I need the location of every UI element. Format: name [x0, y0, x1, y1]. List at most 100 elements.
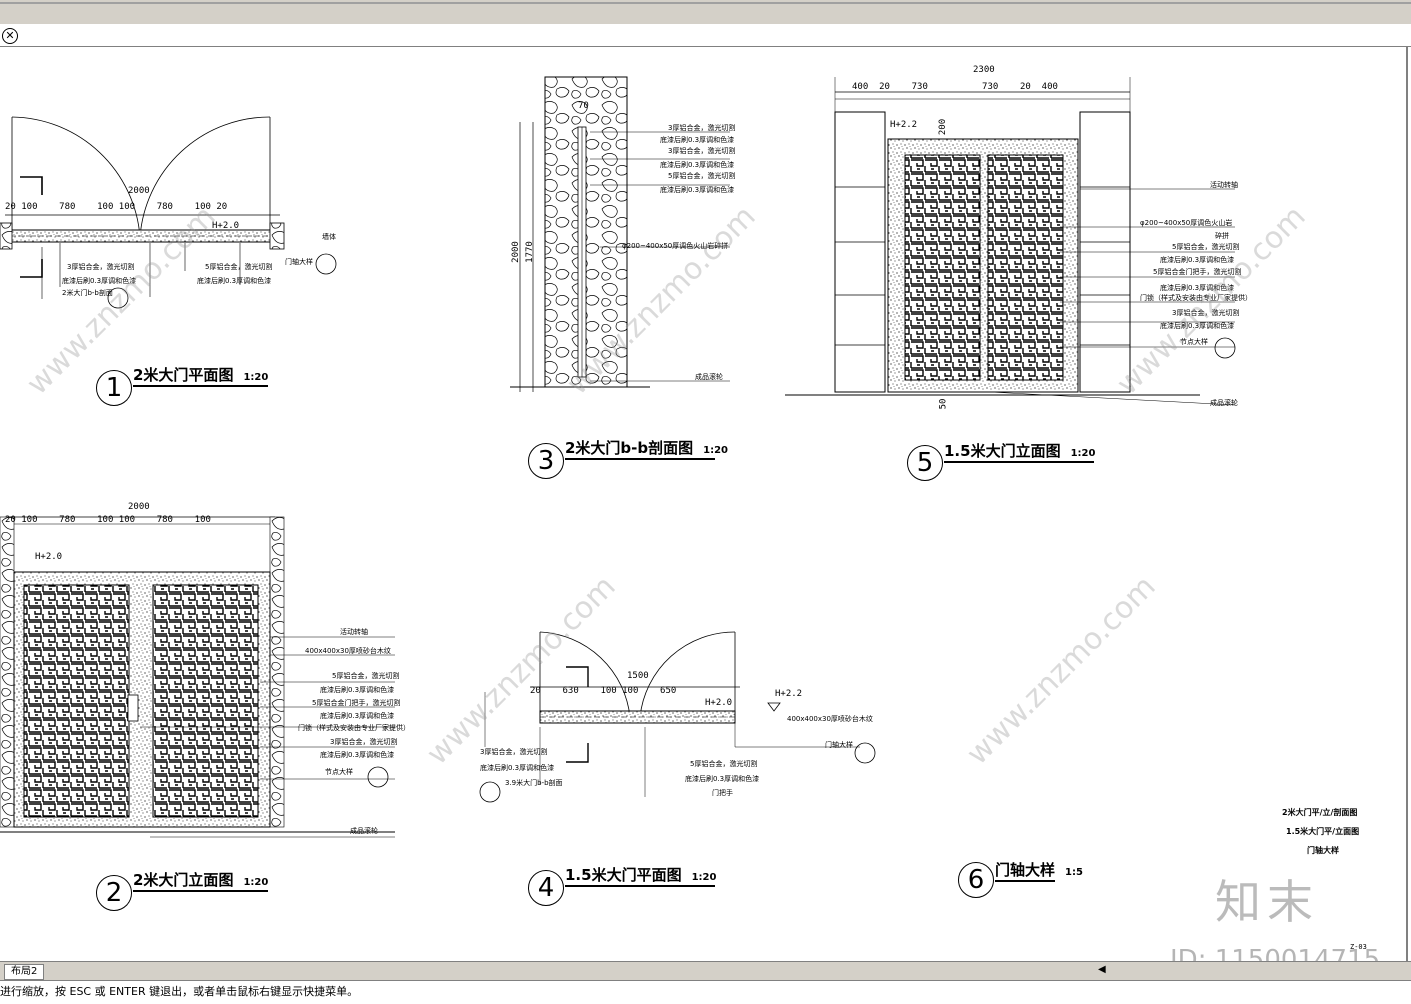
drawing-3-underline — [565, 458, 715, 460]
note: 碎拼 — [1215, 232, 1229, 240]
drawing-2-title: 2米大门立面图 1:20 — [133, 869, 268, 890]
d5-total-dim: 2300 — [973, 65, 995, 75]
note: 底漆后刷0.3厚调和色漆 — [320, 686, 395, 694]
d4-height-mark-2: H+2.2 — [775, 689, 803, 699]
drawing-3-section — [510, 76, 730, 392]
d3-top-dim: 70 — [578, 101, 589, 111]
note: 门锁（样式及安装由专业厂家提供） — [1140, 294, 1252, 302]
scroll-left-icon[interactable]: ◀ — [1098, 964, 1106, 975]
drawing-2-number: 2 — [96, 875, 132, 911]
d2-total-dim: 2000 — [128, 502, 150, 512]
drawing-5-number: 5 — [907, 445, 943, 481]
d3-mid-dim: 1770 — [524, 241, 535, 263]
note: 活动转轴 — [1210, 181, 1238, 189]
d1-total-dim: 2000 — [128, 186, 150, 196]
d4-parts-dim: 20 630 100 100 650 — [530, 686, 677, 696]
note: 底漆后刷0.3厚调和色漆 — [1160, 256, 1235, 264]
note: 400x400x30厚喷砂台木纹 — [787, 715, 873, 723]
drawing-2-title-text: 2米大门立面图 — [133, 871, 234, 889]
note: 底漆后刷0.3厚调和色漆 — [685, 775, 760, 783]
sheet-note-3: 门轴大样 — [1307, 846, 1339, 855]
note: 底漆后刷0.3厚调和色漆 — [1160, 284, 1235, 292]
note: 5厚铝合金，激光切割 — [205, 263, 273, 271]
note: 3厚铝合金，激光切割 — [668, 124, 736, 132]
close-icon[interactable]: ✕ — [2, 28, 18, 44]
cad-drawing — [0, 47, 1408, 961]
note: 底漆后刷0.3厚调和色漆 — [660, 161, 735, 169]
note: 5厚铝合金，激光切割 — [1172, 243, 1240, 251]
drawing-4-title: 1.5米大门平面图 1:20 — [565, 864, 716, 885]
drawing-5-title: 1.5米大门立面图 1:20 — [944, 440, 1095, 461]
note: 底漆后刷0.3厚调和色漆 — [480, 764, 555, 772]
note: 门锁（样式及安装由专业厂家提供） — [298, 724, 410, 732]
command-prompt-text: 进行缩放，按 ESC 或 ENTER 键退出，或者单击鼠标右键显示快捷菜单。 — [0, 985, 359, 998]
note: 3厚铝合金，激光切割 — [67, 263, 135, 271]
drawing-6-title-text: 门轴大样 — [995, 861, 1056, 879]
sheet-note-1: 2米大门平/立/剖面图 — [1282, 808, 1358, 817]
note: 成品滚轮 — [695, 373, 723, 381]
note: 底漆后刷0.3厚调和色漆 — [320, 751, 395, 759]
note: 底漆后刷0.3厚调和色漆 — [1160, 322, 1235, 330]
d5-parts-dim: 400 20 730 730 20 400 — [852, 82, 1058, 92]
d4-height-mark: H+2.0 — [705, 698, 733, 708]
note: 3厚铝合金，激光切割 — [1172, 309, 1240, 317]
d5-200-dim: 200 — [938, 118, 949, 136]
drawing-5-title-text: 1.5米大门立面图 — [944, 442, 1061, 460]
drawing-1-title-text: 2米大门平面图 — [133, 366, 234, 384]
drawing-6-number: 6 — [958, 862, 994, 898]
d5-height-mark: H+2.2 — [890, 120, 918, 130]
drawing-2-elevation — [0, 516, 395, 838]
toolbar-strip — [0, 24, 1411, 47]
drawing-2-scale: 1:20 — [243, 877, 269, 888]
tab-layout2[interactable]: 布局2 — [4, 964, 45, 980]
d2-height-mark: H+2.0 — [35, 552, 63, 562]
note: 门轴大样 — [825, 741, 853, 749]
note: 门轴大样 — [285, 258, 313, 266]
d1-height-mark: H+2.0 — [212, 221, 240, 231]
drawing-1-title: 2米大门平面图 1:20 — [133, 364, 268, 385]
d5-50-dim: 50 — [938, 398, 949, 410]
brand-logo: 知末 — [1215, 875, 1319, 929]
note: 底漆后刷0.3厚调和色漆 — [62, 277, 137, 285]
sheet-number: Z-03 — [1350, 943, 1367, 951]
drawing-4-number: 4 — [528, 870, 564, 906]
title-bar — [0, 0, 1411, 25]
note: 400x400x30厚喷砂台木纹 — [305, 647, 391, 655]
note: 5厚铝合金，激光切割 — [668, 172, 736, 180]
note: 节点大样 — [325, 768, 353, 776]
drawing-5-underline — [944, 461, 1094, 463]
d4-total-dim: 1500 — [627, 671, 649, 681]
d3-total-dim: 2000 — [510, 241, 521, 263]
drawing-4-scale: 1:20 — [691, 872, 717, 883]
note: 底漆后刷0.3厚调和色漆 — [660, 136, 735, 144]
note: φ200~400x50厚调色火山岩 — [1140, 219, 1233, 227]
note: 3厚铝合金，激光切割 — [668, 147, 736, 155]
drawing-4-plan — [479, 631, 876, 803]
note: 5厚铝合金，激光切割 — [332, 672, 400, 680]
note: 成品滚轮 — [350, 827, 378, 835]
drawing-1-scale: 1:20 — [243, 372, 269, 383]
note: 3.9米大门b-b剖面 — [505, 779, 563, 787]
note: 底漆后刷0.3厚调和色漆 — [660, 186, 735, 194]
drawing-4-title-text: 1.5米大门平面图 — [565, 866, 682, 884]
note: 成品滚轮 — [1210, 399, 1238, 407]
drawing-3-scale: 1:20 — [703, 445, 729, 456]
drawing-3-number: 3 — [528, 443, 564, 479]
drawing-4-underline — [565, 885, 715, 887]
drawing-5-scale: 1:20 — [1070, 448, 1096, 459]
d1-parts-dim: 20 100 780 100 100 780 100 20 — [5, 202, 228, 212]
drawing-1-underline — [133, 385, 268, 387]
drawing-6-underline — [995, 880, 1055, 882]
note: φ200~400x50厚调色火山岩碎拼 — [622, 242, 729, 250]
drawing-5-elevation — [785, 77, 1236, 406]
note: 节点大样 — [1180, 338, 1208, 346]
note: 门把手 — [712, 789, 733, 797]
sheet-note-2: 1.5米大门平/立面图 — [1286, 827, 1360, 836]
layout-tab-bar: ◀ 布局2 — [0, 961, 1411, 980]
d2-parts-dim: 20 100 780 100 100 780 100 — [5, 515, 211, 525]
command-line[interactable]: 进行缩放，按 ESC 或 ENTER 键退出，或者单击鼠标右键显示快捷菜单。 — [0, 980, 1411, 1004]
note: 5厚铝合金门把手，激光切割 — [312, 699, 401, 707]
